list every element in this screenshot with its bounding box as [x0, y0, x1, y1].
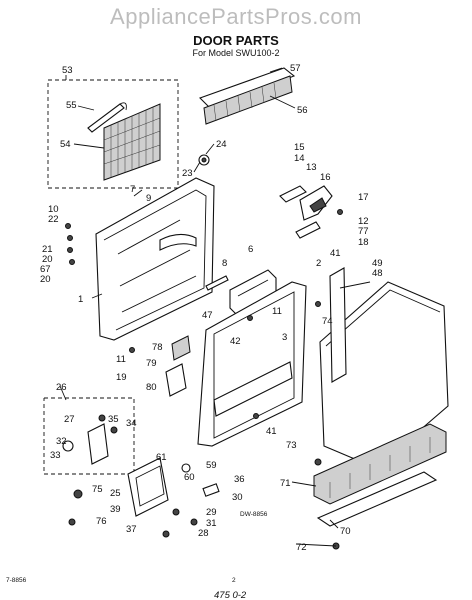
callout-label: 37: [126, 524, 137, 535]
callout-label: 72: [296, 542, 307, 553]
door-side-frame-part: [197, 281, 307, 447]
diagram-title: DOOR PARTS: [193, 33, 279, 48]
door-latch-part: [165, 335, 191, 397]
callout-label: 78: [152, 342, 163, 353]
kick-plate-part: [316, 471, 438, 527]
callout-label: 47: [202, 310, 213, 321]
callout-label: 79: [146, 358, 157, 369]
callout-label: 6: [248, 244, 253, 255]
callout-label: 16: [320, 172, 331, 183]
callout-label: 11: [272, 306, 282, 317]
callout-label: 55: [66, 100, 77, 111]
callout-label: 54: [60, 139, 71, 150]
callout-label: 14: [294, 153, 305, 164]
callout-label: 26: [56, 382, 67, 393]
callout-label: 23: [182, 168, 193, 179]
callout-label: 25: [110, 488, 121, 499]
callout-label: 9: [146, 193, 151, 204]
toe-grille-part: [313, 423, 447, 505]
callout-labels: 53 57 55 56 54 24 23 15 14 13 16 7 9 17 …: [40, 63, 383, 553]
diagram-subtitle: For Model SWU100-2: [192, 48, 279, 58]
leader-lines: [59, 67, 371, 547]
callout-label: 56: [297, 105, 308, 116]
vent-assembly-part: [198, 67, 296, 125]
callout-label: 15: [294, 142, 305, 153]
fastener-parts: [65, 209, 343, 550]
callout-label: 41: [330, 248, 341, 259]
callout-label: 35: [108, 414, 119, 425]
callout-label: 13: [306, 162, 317, 173]
callout-label: 27: [64, 414, 75, 425]
callout-label: 34: [126, 418, 137, 429]
callout-label: 33: [50, 450, 61, 461]
callout-label: 53: [62, 65, 73, 76]
callout-label: 21: [42, 244, 53, 255]
callout-label: 1: [78, 294, 83, 305]
callout-label: 17: [358, 192, 369, 203]
callout-label: 74: [322, 316, 333, 327]
hinge-bracket-part: [279, 185, 333, 239]
callout-label: 2: [316, 258, 321, 269]
callout-label: 31: [206, 518, 217, 529]
callout-label: 19: [116, 372, 127, 383]
inner-door-panel-part: [95, 177, 215, 341]
callout-label: 32: [56, 436, 67, 447]
callout-label: 3: [282, 332, 287, 343]
callout-label: 57: [290, 63, 301, 74]
callout-label: 20: [40, 274, 51, 285]
callout-label: 8: [222, 258, 227, 269]
drawing-number: DW-8856: [240, 511, 268, 518]
callout-label: 67: [40, 264, 51, 275]
callout-label: 49: [372, 258, 383, 269]
callout-label: 42: [230, 336, 241, 347]
callout-label: 80: [146, 382, 157, 393]
callout-label: 41: [266, 426, 277, 437]
callout-label: 71: [280, 478, 291, 489]
callout-label: 22: [48, 214, 59, 225]
callout-label: 7: [130, 184, 135, 195]
callout-label: 10: [48, 204, 59, 215]
callout-label: 11: [116, 354, 126, 365]
watermark-text: AppliancePartsPros.com: [110, 4, 362, 29]
callout-label: 76: [96, 516, 107, 527]
callout-label: 18: [358, 237, 369, 248]
callout-label: 60: [184, 472, 195, 483]
dispenser-cup-part: [127, 457, 169, 517]
callout-label: 30: [232, 492, 243, 503]
callout-label: 39: [110, 504, 121, 515]
callout-label: 20: [42, 254, 53, 265]
callout-label: 36: [234, 474, 245, 485]
callout-label: 59: [206, 460, 217, 471]
callout-label: 48: [372, 268, 383, 279]
callout-label: 73: [286, 440, 297, 451]
callout-label: 29: [206, 507, 217, 518]
callout-label: 24: [216, 139, 227, 150]
parts-group-26: [43, 397, 135, 475]
callout-label: 77: [358, 226, 369, 237]
handwritten-note: 475 0-2: [214, 590, 247, 600]
page-number: 2: [232, 577, 236, 584]
callout-label: 28: [198, 528, 209, 539]
callout-label: 12: [358, 216, 369, 227]
callout-label: 70: [340, 526, 351, 537]
outer-door-panel-part: [319, 267, 449, 469]
footer-code: 7-8856: [6, 577, 27, 584]
callout-label: 75: [92, 484, 103, 495]
callout-label: 61: [156, 452, 167, 463]
parts-group-53: [47, 75, 179, 189]
